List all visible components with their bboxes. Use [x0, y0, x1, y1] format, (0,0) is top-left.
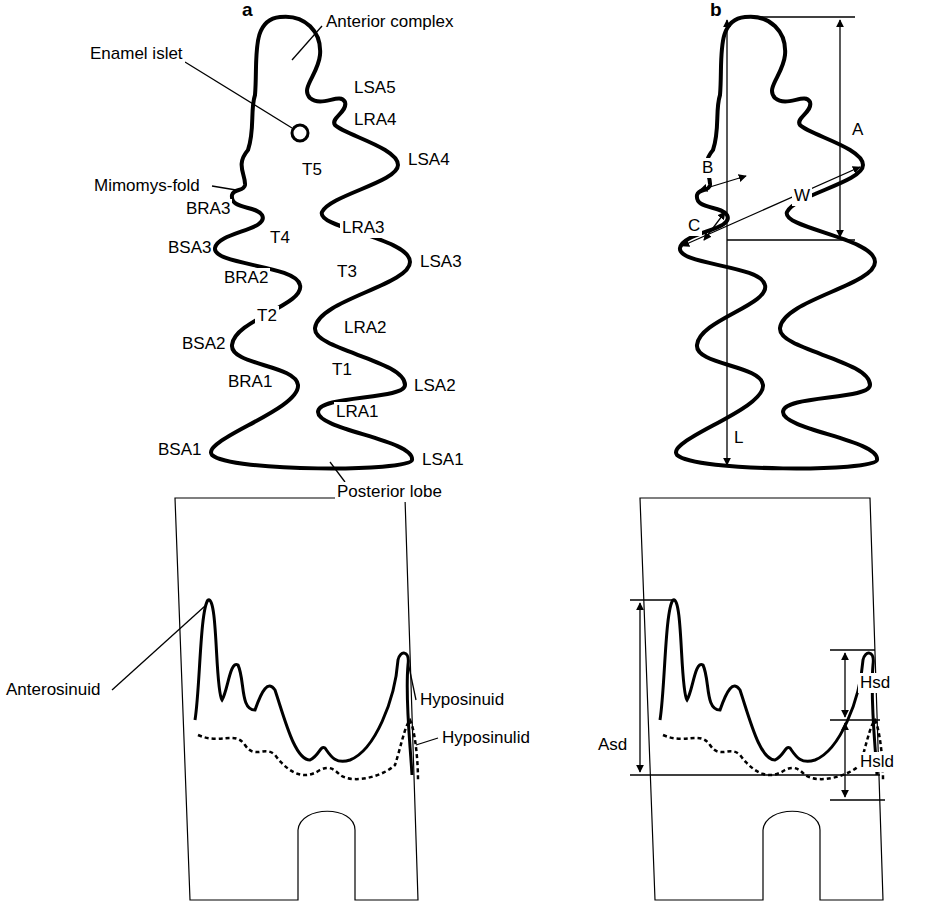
dimension-label: Hsd: [858, 673, 892, 693]
part-label: BSA2: [180, 334, 227, 354]
panel-letter: a: [240, 0, 255, 20]
part-label: LSA1: [420, 450, 466, 470]
part-label: BRA3: [184, 199, 232, 219]
part-label: T5: [300, 160, 324, 180]
enamel-islet: [292, 125, 308, 141]
dimension-lines: [630, 17, 885, 800]
part-label: T1: [330, 360, 354, 380]
part-label: Hyposinulid: [440, 728, 532, 748]
panel-letter: b: [708, 0, 724, 20]
part-label: BRA1: [226, 372, 274, 392]
part-label: Mimomys-fold: [92, 176, 202, 196]
part-label: Anterosinuid: [4, 680, 103, 700]
dimension-label: C: [686, 216, 702, 236]
occlusal-outline-b: [676, 17, 877, 469]
part-label: LRA3: [340, 218, 387, 238]
lateral-view-a: [175, 498, 418, 900]
part-label: Hyposinuid: [418, 690, 506, 710]
part-label: LSA5: [352, 78, 398, 98]
lateral-view-b: [640, 498, 883, 900]
occlusal-outline-a: [211, 17, 412, 469]
part-label: T4: [268, 228, 292, 248]
part-label: LRA2: [342, 318, 389, 338]
part-label: Enamel islet: [88, 44, 185, 64]
part-label: T2: [255, 306, 279, 326]
part-label: BSA3: [166, 238, 213, 258]
leader-lines: [112, 26, 438, 745]
part-label: Posterior lobe: [335, 482, 444, 502]
part-label: LRA4: [352, 110, 399, 130]
dimension-label: Asd: [596, 735, 629, 755]
part-label: LSA3: [418, 252, 464, 272]
part-label: BSA1: [156, 440, 203, 460]
part-label: LSA4: [406, 150, 452, 170]
dimension-label: B: [700, 158, 715, 178]
part-label: LRA1: [334, 402, 381, 422]
dimension-label: W: [792, 186, 812, 206]
part-label: T3: [335, 262, 359, 282]
part-label: BRA2: [222, 268, 270, 288]
part-label: Anterior complex: [324, 12, 456, 32]
dimension-label: L: [732, 428, 745, 448]
part-label: LSA2: [412, 376, 458, 396]
dimension-label: A: [850, 120, 865, 140]
dimension-label: Hsld: [858, 752, 896, 772]
